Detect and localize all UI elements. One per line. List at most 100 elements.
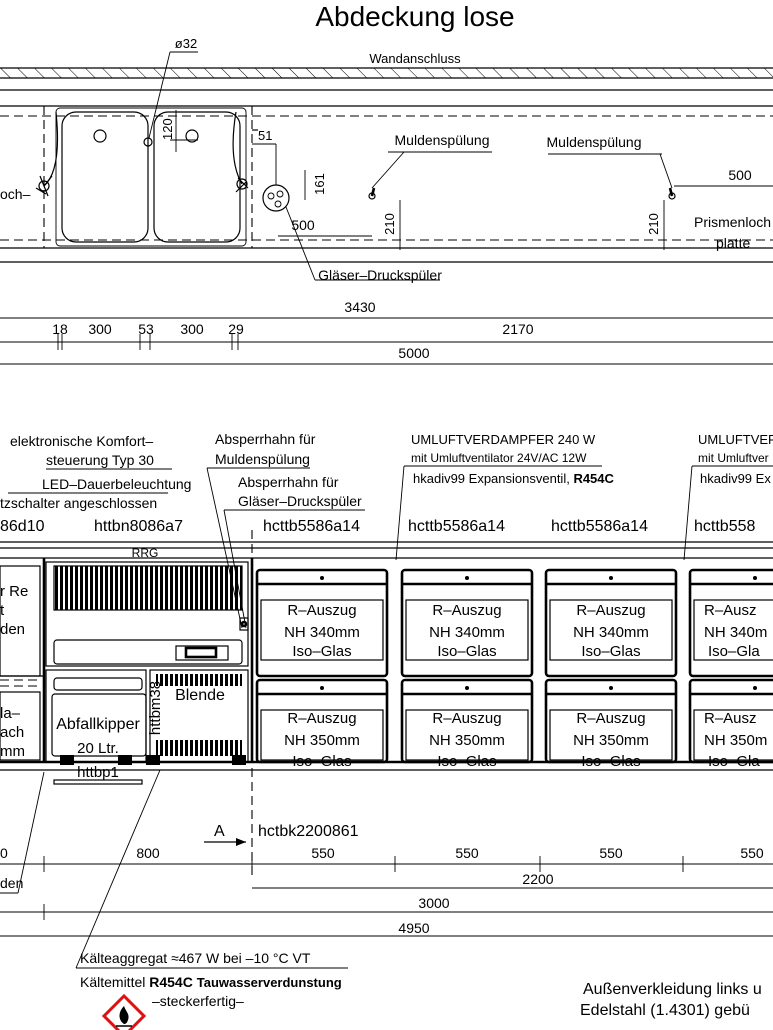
wall-connection-label: Wandanschluss [369,51,461,66]
dim-120: 120 [160,118,175,140]
ventilation-grill [54,566,242,610]
svg-text:R–Auszug: R–Auszug [287,602,356,619]
evaporator-right-line2: mit Umluftver [698,451,769,465]
svg-text:den: den [0,621,25,638]
flammable-warning-icon [101,993,147,1030]
svg-text:Iso–Glas: Iso–Glas [581,643,640,660]
svg-text:R–Auszug: R–Auszug [432,710,501,727]
prism-hole-label: Prismenloch [694,214,771,230]
svg-text:R–Auszug: R–Auszug [287,710,356,727]
model-code: hcttb5586a14 [408,518,505,535]
annotations: elektronische Komfort– steuerung Typ 30 … [0,431,773,629]
dim-500-right: 500 [728,167,752,183]
dim-210-left: 210 [382,213,397,235]
svg-text:R–Auszug: R–Auszug [576,602,645,619]
svg-text:NH 350mm: NH 350mm [284,732,360,749]
svg-text:NH 340mm: NH 340mm [284,624,360,641]
svg-text:Iso–Gla: Iso–Gla [708,753,760,770]
dim-5000: 5000 [398,345,429,361]
svg-text:r Re: r Re [0,583,28,600]
shutoff-glass-line2: Gläser–Druckspüler [238,493,362,509]
switch-connected-label: tzschalter angeschlossen [0,495,157,511]
svg-text:Iso–Glas: Iso–Glas [581,753,640,770]
faucet-right [232,111,258,193]
svg-text:Abfallkipper: Abfallkipper [56,716,140,733]
dim-210-right: 210 [646,213,661,235]
evaporator-right-line1: UMLUFTVER [698,432,773,447]
control-panel [53,639,243,665]
svg-text:mm: mm [0,743,25,760]
svg-text:20 Ltr.: 20 Ltr. [77,740,119,757]
svg-text:R–Auszug: R–Auszug [432,602,501,619]
drawer-module: R–Auszug NH 340mm Iso–Glas R–Auszug NH 3… [400,568,534,770]
left-cut-den: den [0,875,23,891]
left-hole-label: och– [0,186,31,202]
svg-text:ach: ach [0,724,24,741]
svg-text:la–: la– [0,705,21,722]
dim-2200: 2200 [522,871,553,887]
sink-left [61,111,149,243]
model-code: 86d10 [0,518,45,535]
svg-text:NH 350mm: NH 350mm [573,732,649,749]
drawer-module: R–Auszug NH 340mm Iso–Glas R–Auszug NH 3… [544,568,678,770]
waste-tipper: Abfallkipper 20 Ltr. httbp1 [45,669,147,785]
drain-right [185,129,199,143]
glass-rinser-symbol [262,184,290,212]
dim-51: 51 [258,128,272,143]
dim-left-cut: 0 [0,845,8,861]
dim-53: 53 [138,321,154,337]
shutoff-trough-line1: Absperrhahn für [215,431,316,447]
svg-text:R–Auszug: R–Auszug [576,710,645,727]
dim-4950: 4950 [398,920,429,936]
evaporator-right-line3: hkadiv99 Ex [700,471,771,486]
svg-text:Iso–Glas: Iso–Glas [437,753,496,770]
model-code: hcttb558 [694,518,755,535]
front-elevation: RRG r Re t den la– ach mm [0,530,773,880]
comfort-control-line2: steuerung Typ 30 [46,452,154,468]
model-code: hcttb5586a14 [263,518,360,535]
evaporator-line3: hkadiv99 Expansionsventil, R454C [413,471,615,486]
dim-161: 161 [312,173,327,195]
section-marker: A [214,823,225,840]
svg-text:Iso–Glas: Iso–Glas [437,643,496,660]
model-code-row: 86d10 httbn8086a7 hcttb5586a14 hcttb5586… [0,518,755,535]
trough-rinse-right-label: Muldenspülung [547,134,642,150]
faucet-left [35,111,59,197]
drawer-module: R–Auszug NH 340mm Iso–Glas R–Auszug NH 3… [255,568,389,770]
dim-18: 18 [52,321,68,337]
svg-text:NH 350m: NH 350m [704,732,767,749]
led-lighting-label: LED–Dauerbeleuchtung [42,476,191,492]
model-code: hcttb5586a14 [551,518,648,535]
svg-text:NH 340mm: NH 340mm [573,624,649,641]
trough-rinse-left-label: Muldenspülung [395,132,490,148]
base-code-label: hctbk2200861 [258,823,359,840]
drawing-title: Abdeckung lose [315,1,514,32]
evaporator-line2: mit Umluftventilator 24V/AC 12W [411,451,587,465]
dim-2170: 2170 [502,321,533,337]
svg-text:Blende: Blende [175,687,225,704]
svg-text:NH 340mm: NH 340mm [429,624,505,641]
dim-300-a: 300 [88,321,112,337]
outer-cladding-line2: Edelstahl (1.4301) gebü [580,1002,750,1019]
plug-ready-label: –steckerfertig– [152,993,244,1009]
svg-text:Iso–Glas: Iso–Glas [292,753,351,770]
compressor-label: Kälteaggregat ≈467 W bei –10 °C VT [80,950,311,966]
svg-text:NH 340m: NH 340m [704,624,767,641]
svg-text:Iso–Gla: Iso–Gla [708,643,760,660]
bottom-dimensions: 0 800 550 550 550 550 2200 3000 4950 den [0,771,773,937]
dim-3430: 3430 [344,299,375,315]
drawer-module-cut: R–Ausz NH 340m Iso–Gla R–Ausz NH 350m Is… [688,568,773,770]
dim-300-b: 300 [180,321,204,337]
dim-29: 29 [228,321,244,337]
evaporator-line1: UMLUFTVERDAMPFER 240 W [411,432,596,447]
glass-rinser-label: Gläser–Druckspüler [318,267,442,283]
dim-500-left: 500 [291,217,315,233]
left-cut-module: r Re t den la– ach mm [0,565,44,761]
vertical-code: httbm38 [147,681,164,735]
svg-text:R–Ausz: R–Ausz [704,710,757,727]
dim-3000: 3000 [418,895,449,911]
svg-text:R–Ausz: R–Ausz [704,602,757,619]
dim-550: 550 [311,845,335,861]
svg-text:httbp1: httbp1 [77,764,119,781]
